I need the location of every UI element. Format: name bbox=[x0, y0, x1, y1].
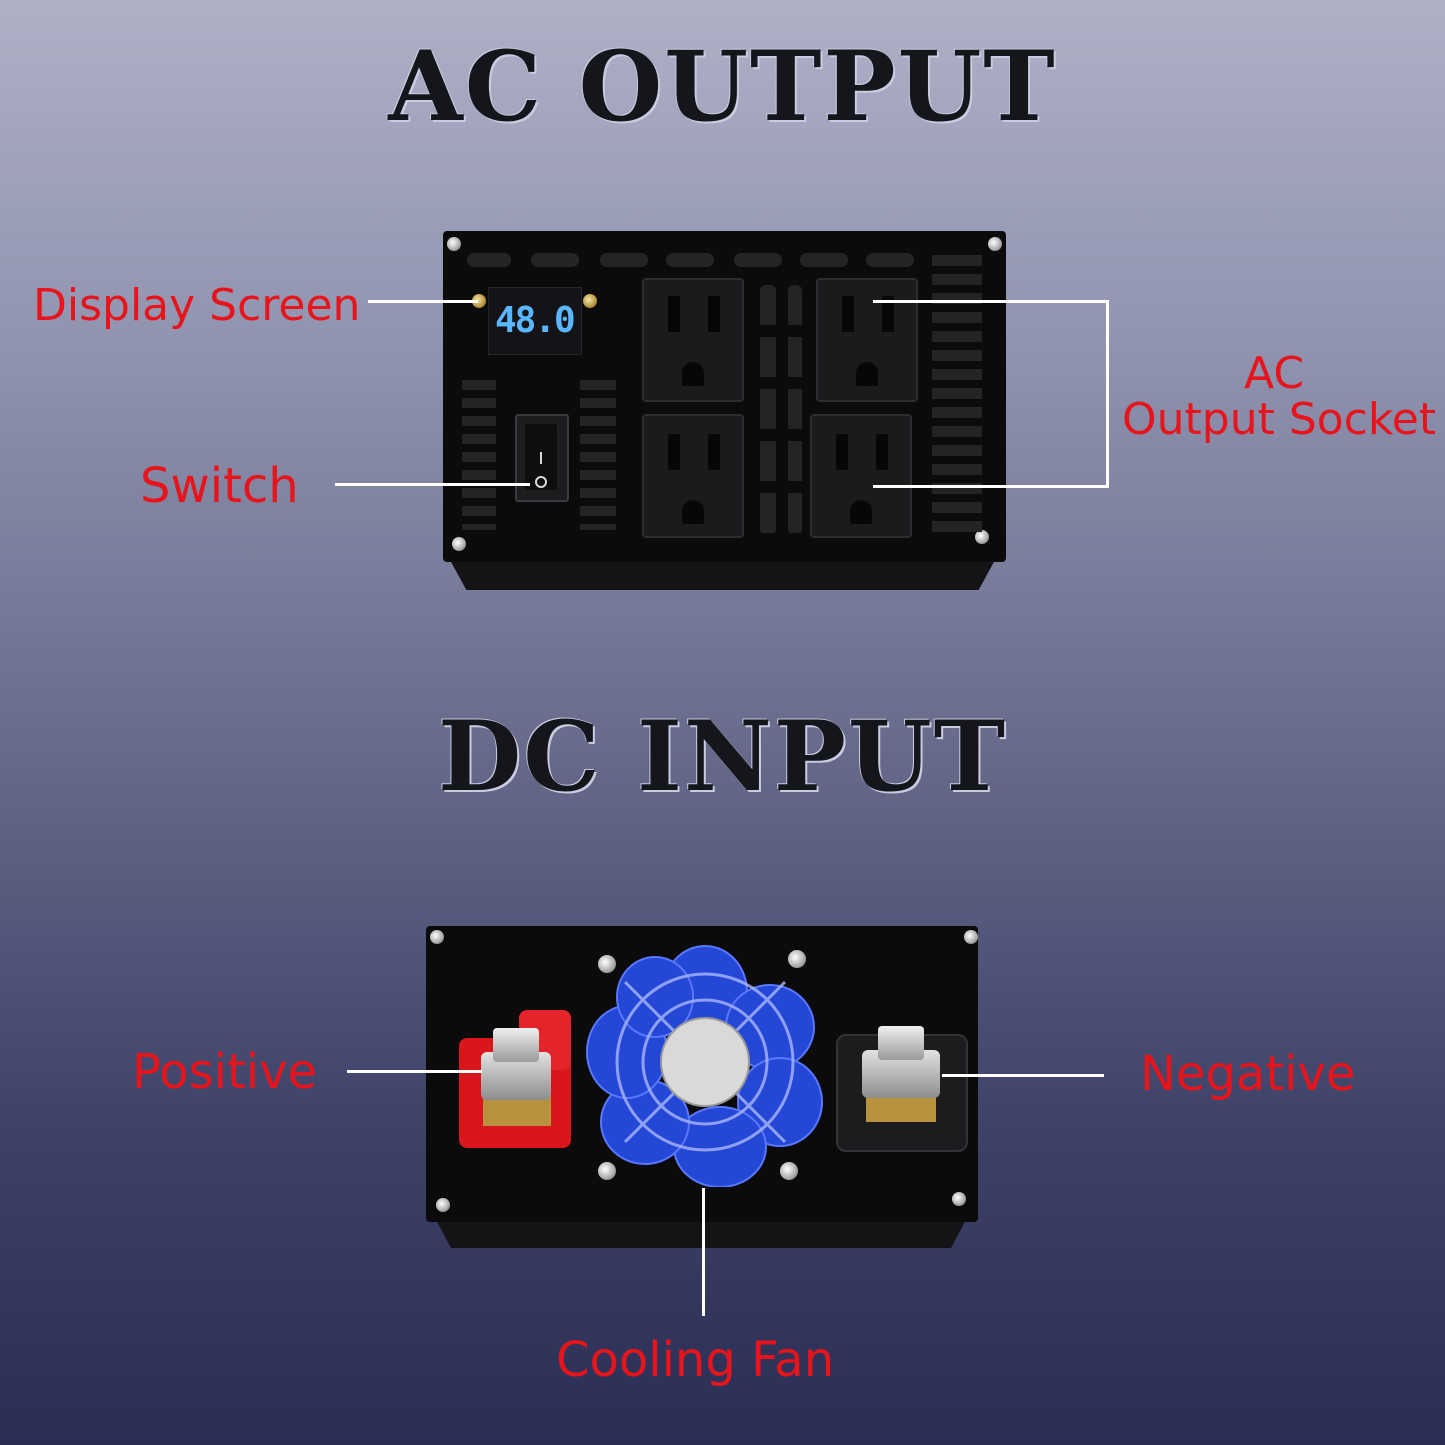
fan-icon[interactable] bbox=[585, 942, 825, 1188]
screw-icon bbox=[447, 237, 461, 251]
socket-pointer-line bbox=[873, 300, 1109, 303]
screw-icon bbox=[780, 1162, 798, 1180]
ac-outlet[interactable] bbox=[642, 278, 744, 402]
screw-icon bbox=[436, 1198, 450, 1212]
display-screen-label: Display Screen bbox=[33, 280, 361, 331]
power-switch-icon[interactable] bbox=[515, 414, 569, 502]
socket-pointer-line bbox=[873, 485, 1109, 488]
fan-pointer-line bbox=[702, 1188, 705, 1316]
screw-icon bbox=[598, 1162, 616, 1180]
vent bbox=[866, 253, 914, 267]
negative-label: Negative bbox=[1140, 1046, 1356, 1102]
switch-label: Switch bbox=[140, 458, 299, 514]
positive-pointer-line bbox=[347, 1070, 482, 1073]
middle-vent-column bbox=[788, 285, 802, 535]
ac-outlet[interactable] bbox=[642, 414, 744, 538]
screw-icon bbox=[430, 930, 444, 944]
vent bbox=[600, 253, 648, 267]
left-vent-column bbox=[580, 380, 616, 530]
display-screen: 48.0 bbox=[488, 287, 582, 355]
vent bbox=[531, 253, 579, 267]
ac-output-title: AC OUTPUT bbox=[388, 30, 1057, 143]
negative-pointer-line bbox=[942, 1074, 1104, 1077]
screw-icon bbox=[952, 1192, 966, 1206]
middle-vent-column bbox=[760, 285, 776, 535]
cooling-fan-label: Cooling Fan bbox=[556, 1332, 835, 1388]
switch-pointer-line bbox=[335, 483, 530, 486]
screw-icon bbox=[452, 537, 466, 551]
display-pointer-line bbox=[368, 300, 478, 303]
vent bbox=[734, 253, 782, 267]
dc-input-title: DC INPUT bbox=[437, 700, 1008, 813]
positive-terminal[interactable] bbox=[459, 1010, 571, 1148]
left-vent-column bbox=[462, 380, 496, 530]
negative-terminal[interactable] bbox=[836, 1010, 968, 1152]
vent bbox=[800, 253, 848, 267]
screw-icon bbox=[583, 294, 597, 308]
ac-socket-label-line1: AC bbox=[1244, 348, 1305, 399]
screw-icon bbox=[472, 294, 486, 308]
socket-bracket bbox=[1106, 300, 1109, 488]
ac-outlet[interactable] bbox=[810, 414, 912, 538]
screw-icon bbox=[788, 950, 806, 968]
screw-icon bbox=[598, 955, 616, 973]
ac-socket-label-line2: Output Socket bbox=[1122, 394, 1437, 445]
right-vent-column bbox=[932, 255, 982, 535]
vent bbox=[467, 253, 511, 267]
positive-label: Positive bbox=[132, 1044, 318, 1100]
dc-panel-base bbox=[435, 1218, 967, 1248]
vent bbox=[666, 253, 714, 267]
ac-outlet[interactable] bbox=[816, 278, 918, 402]
screw-icon bbox=[988, 237, 1002, 251]
screw-icon bbox=[964, 930, 978, 944]
display-reading: 48.0 bbox=[495, 300, 576, 341]
